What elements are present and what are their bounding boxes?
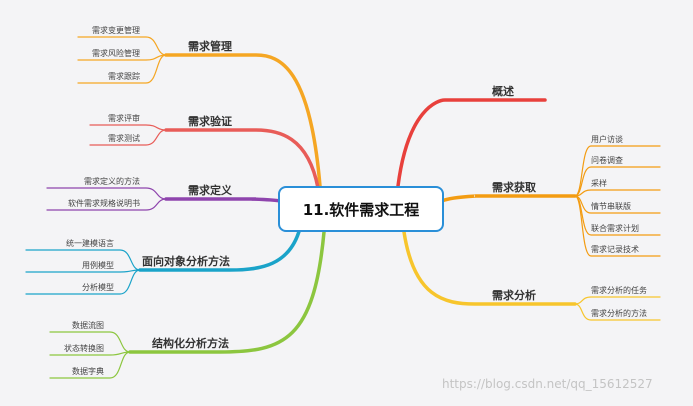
branch-connector-xqyz [164,128,320,190]
branch-connector-jgh [128,230,326,354]
leaf-connector-mxdx-0 [25,249,141,271]
branch-jgh[interactable]: 结构化分析方法 [152,337,229,350]
leaf-connector-xqhq-1 [574,166,661,197]
branch-xqgl[interactable]: 需求管理 [188,40,232,53]
branch-connector-gs [396,98,547,188]
leaf-xqhq-4[interactable]: 联合需求计划 [591,224,639,233]
leaf-connector-xqfx-1 [574,303,661,321]
leaf-connector-xqyz-1 [89,129,167,146]
branch-xqfx[interactable]: 需求分析 [492,289,536,302]
branch-xqhq[interactable]: 需求获取 [492,181,536,194]
leaf-xqhq-1[interactable]: 问卷调查 [591,156,623,165]
leaf-connector-jgh-0 [49,331,131,353]
branch-gs[interactable]: 概述 [492,85,514,98]
leaf-mxdx-1[interactable]: 用例模型 [82,261,114,270]
leaf-xqfx-0[interactable]: 需求分析的任务 [591,286,647,295]
central-topic[interactable]: 11.软件需求工程 [278,186,444,232]
leaf-connector-mxdx-2 [25,269,141,295]
leaf-xqhq-5[interactable]: 需求记录技术 [591,245,639,254]
watermark-text: https://blog.csdn.net/qq_15612527 [442,377,653,391]
leaf-connector-xqgl-2 [77,54,167,84]
leaf-connector-jgh-2 [49,351,131,379]
leaf-xqhq-3[interactable]: 情节串联版 [591,202,631,211]
branch-xqdy[interactable]: 需求定义 [188,184,232,197]
leaf-xqgl-1[interactable]: 需求风险管理 [92,49,140,58]
branch-connector-mxdx [138,226,302,272]
leaf-xqyz-1[interactable]: 需求测试 [108,134,140,143]
branch-connector-xqfx [402,230,577,306]
leaf-xqgl-0[interactable]: 需求变更管理 [92,26,140,35]
leaf-xqyz-0[interactable]: 需求评审 [108,114,140,123]
leaf-connector-xqhq-0 [574,145,661,197]
leaf-mxdx-2[interactable]: 分析模型 [82,283,114,292]
branch-connector-xqdy [164,197,282,203]
leaf-jgh-1[interactable]: 状态转换图 [64,344,104,353]
leaf-xqhq-2[interactable]: 采样 [591,179,607,188]
leaf-xqdy-1[interactable]: 软件需求规格说明书 [68,199,140,208]
leaf-jgh-2[interactable]: 数据字典 [72,367,104,376]
branch-mxdx[interactable]: 面向对象分析方法 [142,255,230,268]
leaf-xqgl-2[interactable]: 需求跟踪 [108,72,140,81]
leaf-connector-xqgl-0 [77,36,167,56]
leaf-xqhq-0[interactable]: 用户访谈 [591,135,623,144]
leaf-connector-xqhq-2 [574,189,661,197]
branch-connector-xqgl [164,53,322,188]
leaf-xqdy-0[interactable]: 需求定义的方法 [84,177,140,186]
central-topic-label: 11.软件需求工程 [302,200,420,219]
leaf-connector-xqhq-5 [574,195,661,257]
leaf-jgh-0[interactable]: 数据流图 [72,321,104,330]
leaf-connector-xqfx-0 [574,296,661,305]
branch-xqyz[interactable]: 需求验证 [188,115,232,128]
leaf-connector-xqdy-0 [46,187,167,200]
branch-connector-xqhq [440,194,577,203]
leaf-connector-xqyz-0 [89,124,167,131]
leaf-xqfx-1[interactable]: 需求分析的方法 [591,309,647,318]
leaf-mxdx-0[interactable]: 统一建模语言 [66,239,114,248]
leaf-connector-xqdy-1 [46,198,167,211]
